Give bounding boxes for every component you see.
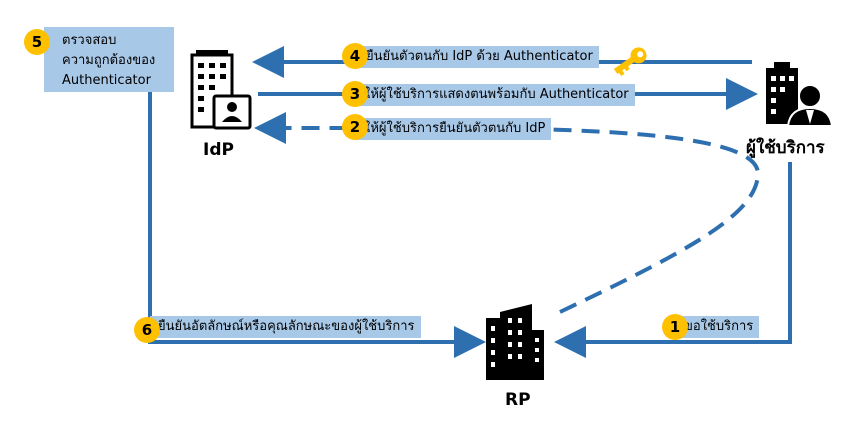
step-4-label: ยืนยันตัวตนกับ IdP ด้วย Authenticator: [358, 46, 599, 68]
step-1-label: ขอใช้บริการ: [676, 316, 760, 338]
step-6-label: ยืนยันอัตลักษณ์หรือคุณลักษณะของผู้ใช้บริ…: [150, 316, 421, 338]
step-5-label: ตรวจสอบ ความถูกต้องของ Authenticator: [44, 27, 174, 92]
step-4-badge: 4: [342, 43, 368, 69]
arrow-step-1: [554, 162, 792, 358]
rp-label: RP: [505, 390, 531, 410]
key-icon: [613, 47, 647, 77]
building-with-id-card-icon: [190, 50, 252, 130]
step-3-badge: 3: [342, 81, 368, 107]
arrow-step-2: [254, 112, 761, 314]
step-6-badge: 6: [134, 317, 160, 343]
step-5-line-3: Authenticator: [62, 73, 151, 88]
step-1-badge: 1: [662, 314, 688, 340]
step-3-label: ให้ผู้ใช้บริการแสดงตนพร้อมกับ Authentica…: [356, 84, 635, 106]
step-5-line-2: ความถูกต้องของ: [62, 53, 156, 68]
building-with-person-icon: [766, 62, 834, 127]
step-5-line-1: ตรวจสอบ: [62, 33, 117, 48]
idp-label: IdP: [203, 140, 234, 160]
step-2-label: ให้ผู้ใช้บริการยืนยันตัวตนกับ IdP: [356, 118, 552, 140]
step-5-badge: 5: [24, 29, 50, 55]
office-buildings-icon: [486, 304, 544, 380]
step-2-badge: 2: [342, 114, 368, 140]
user-label: ผู้ใช้บริการ: [746, 138, 825, 158]
